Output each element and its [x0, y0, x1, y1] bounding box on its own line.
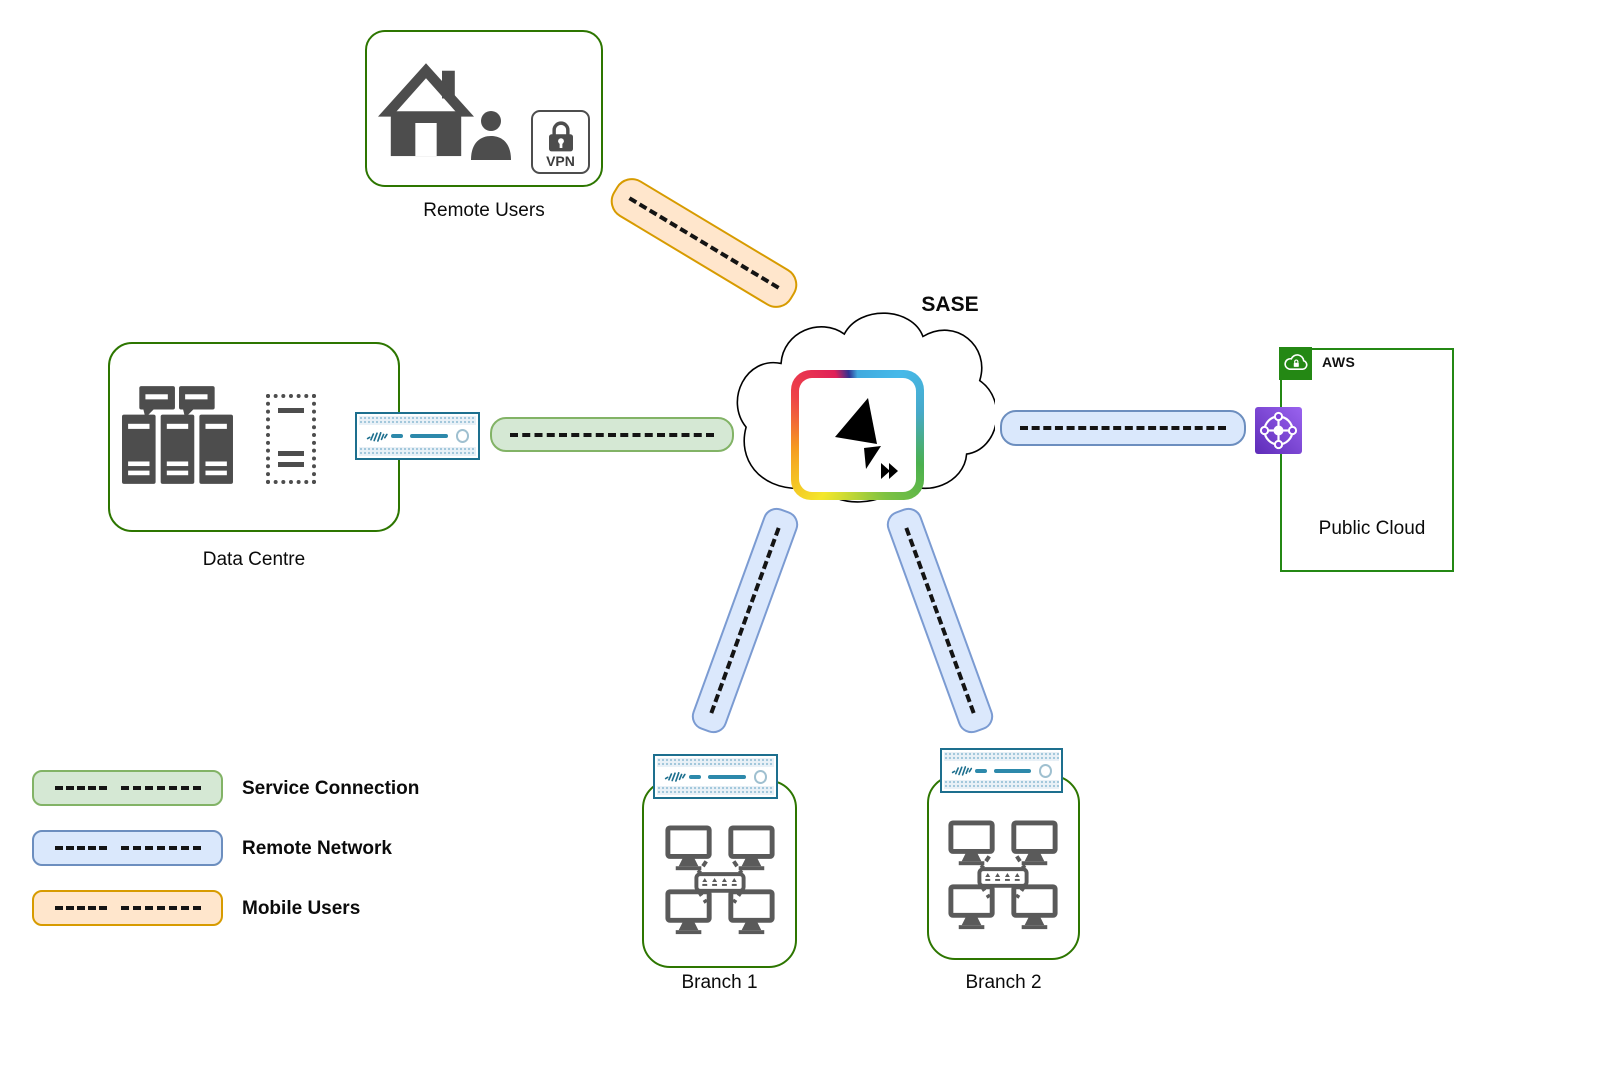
- branch-2-label: Branch 2: [965, 972, 1042, 993]
- panel-dash: [974, 768, 987, 773]
- panel-port-icon: [1038, 763, 1053, 778]
- legend-label-mobile-users: Mobile Users: [242, 898, 361, 919]
- data-centre-box: [108, 342, 400, 532]
- panel-dash: [390, 434, 403, 438]
- firewall-vendor-logo-icon: [664, 769, 689, 784]
- dashed-line: [120, 906, 201, 910]
- panel-port-icon: [753, 769, 767, 784]
- dashed-line: [54, 846, 107, 850]
- vent-pattern: [944, 780, 1059, 789]
- house-icon: [378, 56, 474, 158]
- legend-swatch-mobile-users: [32, 890, 223, 926]
- vpn-badge: VPN: [531, 110, 590, 174]
- servers-icon: [122, 386, 234, 484]
- connection-service-data-centre: [490, 417, 734, 452]
- connection-remote-network-branch-2: [882, 503, 998, 738]
- vent-pattern: [944, 752, 1059, 761]
- lock-icon: [548, 121, 573, 152]
- vm-slot: [277, 461, 305, 467]
- panel-dash: [707, 774, 746, 779]
- firewall-vendor-logo-icon: [366, 429, 391, 444]
- person-icon: [469, 110, 513, 160]
- firewall-vendor-logo-icon: [951, 763, 975, 778]
- dashed-line: [1020, 426, 1226, 430]
- vpn-badge-label: VPN: [546, 153, 575, 169]
- remote-users-label: Remote Users: [423, 200, 545, 221]
- prisma-logo-inner: [799, 378, 916, 492]
- prisma-access-logo: [791, 370, 924, 500]
- connection-mobile-users: [604, 171, 804, 315]
- dashed-line: [628, 196, 780, 290]
- transit-gateway-icon: [1255, 407, 1302, 454]
- vm-slot: [277, 407, 305, 413]
- vm-slot: [277, 451, 305, 457]
- legend-swatch-service-connection: [32, 770, 223, 806]
- panel-port-icon: [455, 429, 469, 443]
- firewall-appliance-branch-1: [653, 754, 778, 799]
- prisma-glyph-icon: [834, 398, 898, 479]
- dashed-line: [54, 786, 107, 790]
- vent-pattern: [359, 447, 476, 456]
- panel-dash: [688, 774, 701, 779]
- dashed-line: [120, 846, 201, 850]
- aws-label: AWS: [1322, 354, 1356, 370]
- data-centre-label: Data Centre: [202, 549, 306, 570]
- connection-remote-network-branch-1: [687, 503, 803, 738]
- lan-network-icon-branch-2: [944, 817, 1062, 935]
- vent-pattern: [359, 416, 476, 425]
- vent-pattern: [657, 758, 774, 767]
- aws-cloud-icon: [1279, 347, 1312, 380]
- panel-dash: [993, 768, 1031, 773]
- vent-pattern: [657, 786, 774, 795]
- legend-swatch-remote-network: [32, 830, 223, 866]
- firewall-appliance-data-centre: [355, 412, 480, 460]
- panel-dash: [409, 434, 448, 438]
- dashed-line: [120, 786, 201, 790]
- dashed-line: [709, 527, 781, 714]
- lan-network-icon-branch-1: [661, 822, 779, 940]
- connection-remote-network-public-cloud: [1000, 410, 1246, 446]
- firewall-appliance-branch-2: [940, 748, 1063, 793]
- legend-label-service-connection: Service Connection: [242, 778, 420, 799]
- virtual-machine-icon: [266, 394, 316, 484]
- legend-label-remote-network: Remote Network: [242, 838, 392, 859]
- public-cloud-box: [1280, 348, 1454, 572]
- public-cloud-label: Public Cloud: [1318, 518, 1426, 539]
- sase-label: SASE: [921, 293, 979, 316]
- dashed-line: [510, 432, 714, 437]
- branch-1-label: Branch 1: [681, 972, 758, 993]
- dashed-line: [54, 906, 107, 910]
- dashed-line: [904, 527, 976, 714]
